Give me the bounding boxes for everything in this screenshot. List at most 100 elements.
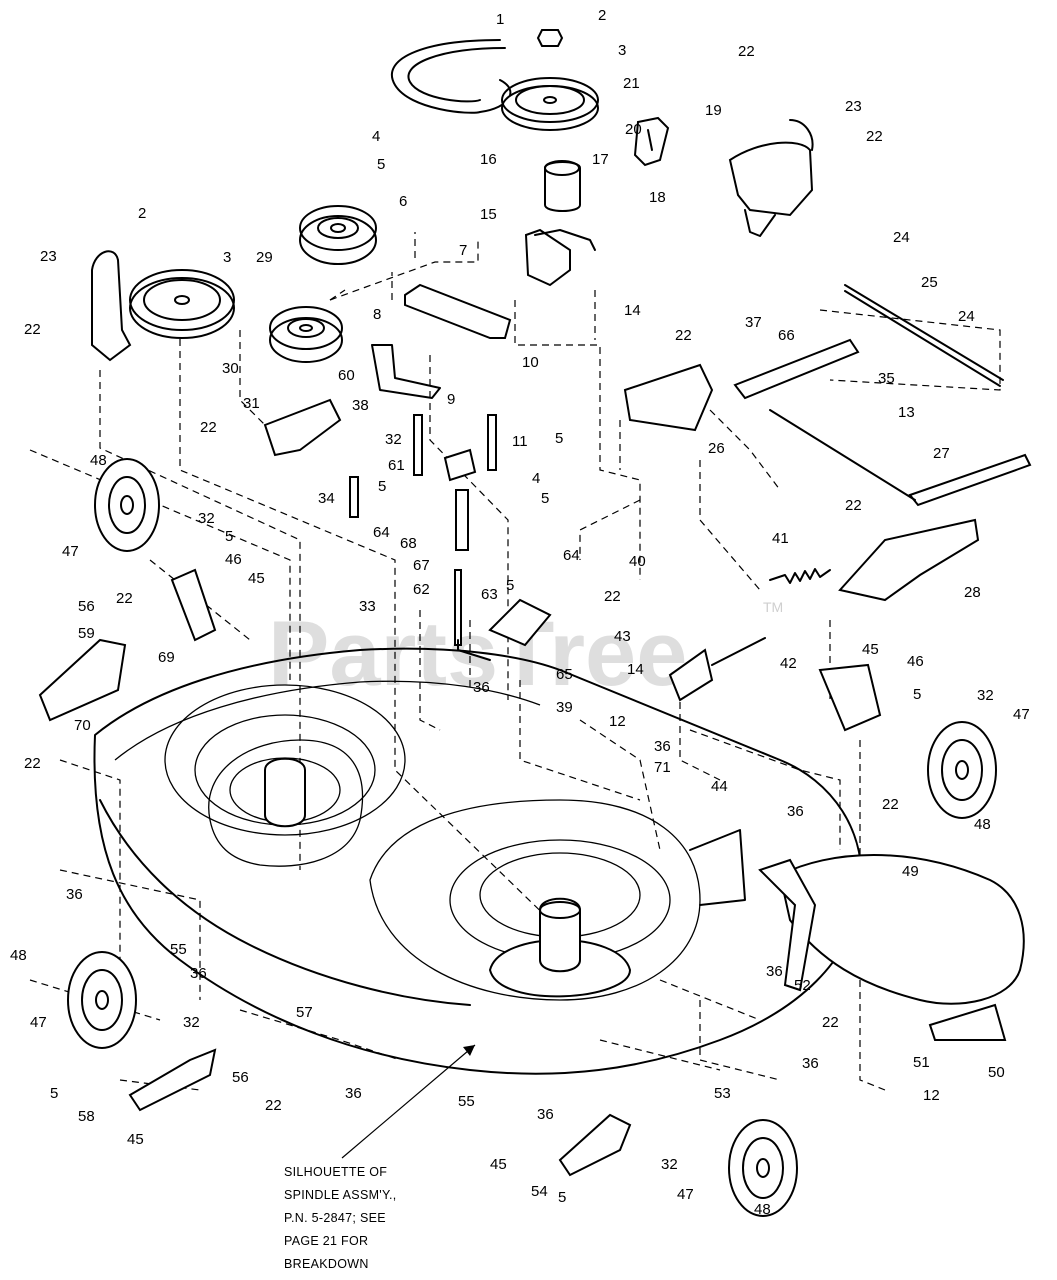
note-line-2: SPINDLE ASSM'Y., xyxy=(284,1188,397,1202)
part-number-l22i: 22 xyxy=(24,755,41,772)
part-number-l4b: 4 xyxy=(532,470,540,487)
bracket-19 xyxy=(633,116,670,167)
note-line-5: BREAKDOWN xyxy=(284,1257,369,1271)
gauge-wheel-47-left-top xyxy=(94,458,160,552)
part-number-l67: 67 xyxy=(413,557,430,574)
part-number-l49: 49 xyxy=(902,863,919,880)
mower-deck xyxy=(93,647,863,1075)
part-number-l46a: 46 xyxy=(225,551,242,568)
part-number-l32b: 32 xyxy=(198,510,215,527)
part-number-l46b: 46 xyxy=(907,653,924,670)
belt-guide-right xyxy=(728,119,814,237)
part-number-l38: 38 xyxy=(352,397,369,414)
belt-guide-left xyxy=(91,250,132,362)
part-number-l55b: 55 xyxy=(458,1093,475,1110)
part-number-l5b: 5 xyxy=(555,430,563,447)
part-number-l22l: 22 xyxy=(265,1097,282,1114)
part-number-l30: 30 xyxy=(222,360,239,377)
part-number-l51: 51 xyxy=(913,1054,930,1071)
part-number-l36e: 36 xyxy=(766,963,783,980)
part-number-l36d: 36 xyxy=(66,886,83,903)
part-number-l21: 21 xyxy=(623,75,640,92)
part-number-l33: 33 xyxy=(359,598,376,615)
wheel-brackets xyxy=(38,568,882,1177)
spindle-note-arrow xyxy=(341,1044,476,1159)
part-number-l57: 57 xyxy=(296,1004,313,1021)
part-number-l7: 7 xyxy=(459,242,467,259)
part-number-l32e: 32 xyxy=(661,1156,678,1173)
part-number-l62: 62 xyxy=(413,581,430,598)
part-number-l2a: 2 xyxy=(598,7,606,24)
part-number-l22f: 22 xyxy=(845,497,862,514)
part-number-l47c: 47 xyxy=(30,1014,47,1031)
part-number-l22b: 22 xyxy=(866,128,883,145)
part-number-l12a: 12 xyxy=(609,713,626,730)
lift-arm-35 xyxy=(733,338,860,400)
part-number-l64b: 64 xyxy=(563,547,580,564)
part-number-l10: 10 xyxy=(522,354,539,371)
part-number-l29: 29 xyxy=(256,249,273,266)
lift-rod-25 xyxy=(844,284,1004,387)
part-number-l34: 34 xyxy=(318,490,335,507)
part-number-l27: 27 xyxy=(933,445,950,462)
part-number-l40: 40 xyxy=(629,553,646,570)
part-number-l1: 1 xyxy=(496,11,504,28)
part-number-l53: 53 xyxy=(714,1085,731,1102)
part-number-l36f: 36 xyxy=(190,965,207,982)
part-number-l2b: 2 xyxy=(138,205,146,222)
part-number-l22e: 22 xyxy=(200,419,217,436)
part-number-l20: 20 xyxy=(625,121,642,138)
part-number-l5d: 5 xyxy=(541,490,549,507)
part-number-l32c: 32 xyxy=(977,687,994,704)
part-number-l22a: 22 xyxy=(738,43,755,60)
part-number-l18: 18 xyxy=(649,189,666,206)
part-number-l37: 37 xyxy=(745,314,762,331)
bracket-28 xyxy=(838,518,980,602)
discharge-chute xyxy=(758,854,1025,1041)
part-number-l22d: 22 xyxy=(675,327,692,344)
part-number-l69: 69 xyxy=(158,649,175,666)
part-number-l22h: 22 xyxy=(116,590,133,607)
part-number-l36i: 36 xyxy=(537,1106,554,1123)
part-number-l45a: 45 xyxy=(248,570,265,587)
part-number-l24a: 24 xyxy=(893,229,910,246)
bracket-63 xyxy=(488,598,552,647)
idler-pulley-30 xyxy=(269,306,343,363)
part-number-l3a: 3 xyxy=(618,42,626,59)
part-number-l5e: 5 xyxy=(225,528,233,545)
part-number-l66: 66 xyxy=(778,327,795,344)
center-bolts xyxy=(349,414,497,661)
part-number-l47a: 47 xyxy=(62,543,79,560)
part-number-l36h: 36 xyxy=(345,1085,362,1102)
part-number-l16: 16 xyxy=(480,151,497,168)
part-number-l5i: 5 xyxy=(558,1189,566,1206)
part-number-l59: 59 xyxy=(78,625,95,642)
nut-top xyxy=(536,29,564,47)
part-number-l6: 6 xyxy=(399,193,407,210)
part-number-l45d: 45 xyxy=(490,1156,507,1173)
part-number-l22j: 22 xyxy=(882,796,899,813)
bracket-38 xyxy=(371,344,441,399)
part-number-l45b: 45 xyxy=(862,641,879,658)
part-number-l36c: 36 xyxy=(787,803,804,820)
part-number-l47b: 47 xyxy=(1013,706,1030,723)
part-number-l48b: 48 xyxy=(974,816,991,833)
idler-pulley-6 xyxy=(299,205,377,265)
part-number-l71: 71 xyxy=(654,759,671,776)
part-number-l23b: 23 xyxy=(40,248,57,265)
bracket-26 xyxy=(623,363,714,432)
part-number-l14a: 14 xyxy=(624,302,641,319)
part-number-l24b: 24 xyxy=(958,308,975,325)
part-number-l25: 25 xyxy=(921,274,938,291)
part-number-l47d: 47 xyxy=(677,1186,694,1203)
part-number-l65: 65 xyxy=(556,666,573,683)
spring-41 xyxy=(769,568,831,584)
part-number-l19: 19 xyxy=(705,102,722,119)
part-number-l43: 43 xyxy=(614,628,631,645)
part-number-l15: 15 xyxy=(480,206,497,223)
part-number-l48d: 48 xyxy=(754,1201,771,1218)
note-line-3: P.N. 5-2847; SEE xyxy=(284,1211,386,1225)
part-number-l22k: 22 xyxy=(822,1014,839,1031)
watermark-trademark: TM xyxy=(763,599,783,615)
gauge-wheel-47-left-bottom xyxy=(67,951,137,1049)
